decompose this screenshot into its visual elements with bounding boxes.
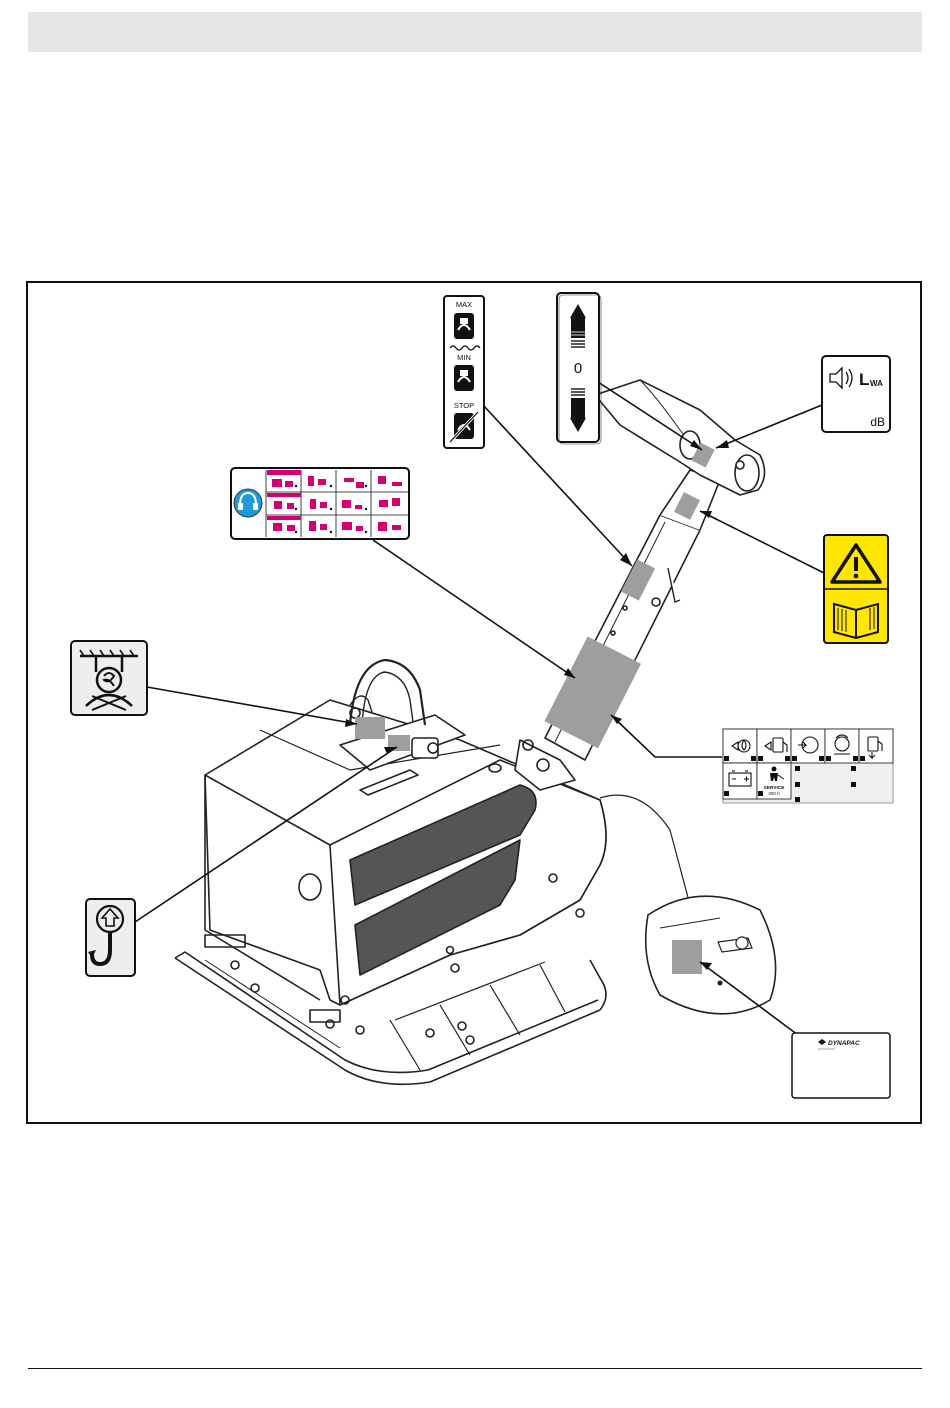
nameplate-detail-view xyxy=(600,795,776,1014)
throttle-min-label: MIN xyxy=(457,353,471,362)
operating-instructions-decal xyxy=(231,468,409,539)
leader-info-plate xyxy=(611,715,722,757)
sound-level-symbol: L xyxy=(859,370,869,389)
leader-warning xyxy=(700,511,826,574)
leader-instruction xyxy=(373,540,575,678)
service-info-decal: SERVICE 250 h xyxy=(723,729,893,803)
header-bar xyxy=(28,12,922,52)
throttle-stop-label: STOP xyxy=(454,401,474,410)
sound-power-decal: L WA dB xyxy=(822,356,890,432)
nameplate-decal: DYNAPAC xyxy=(792,1033,890,1098)
figure-frame: MAX MIN STOP xyxy=(26,281,922,1124)
decal-location-illustration: MAX MIN STOP xyxy=(28,283,920,1122)
footer-rule xyxy=(28,1368,922,1369)
plate-compactor-drawing xyxy=(175,660,606,1084)
decal-location-lifting-point xyxy=(355,717,385,739)
warning-manual-decal xyxy=(824,535,888,643)
throttle-max-label: MAX xyxy=(456,300,472,309)
brand-name: DYNAPAC xyxy=(828,1040,860,1047)
lifting-hook-decal xyxy=(86,899,135,976)
leader-sound xyxy=(716,405,822,448)
direction-decal: 0 xyxy=(557,293,601,444)
direction-neutral-label: 0 xyxy=(574,360,582,377)
sound-unit-label: dB xyxy=(870,415,885,429)
turtle-throttle-icon xyxy=(454,365,474,391)
throttle-decal: MAX MIN STOP xyxy=(444,296,484,448)
rabbit-throttle-icon xyxy=(454,313,474,339)
lifting-point-decal xyxy=(71,641,147,715)
sound-level-subscript: WA xyxy=(870,379,883,388)
ear-protection-icon xyxy=(234,489,262,517)
service-interval-label: 250 h xyxy=(768,791,780,796)
